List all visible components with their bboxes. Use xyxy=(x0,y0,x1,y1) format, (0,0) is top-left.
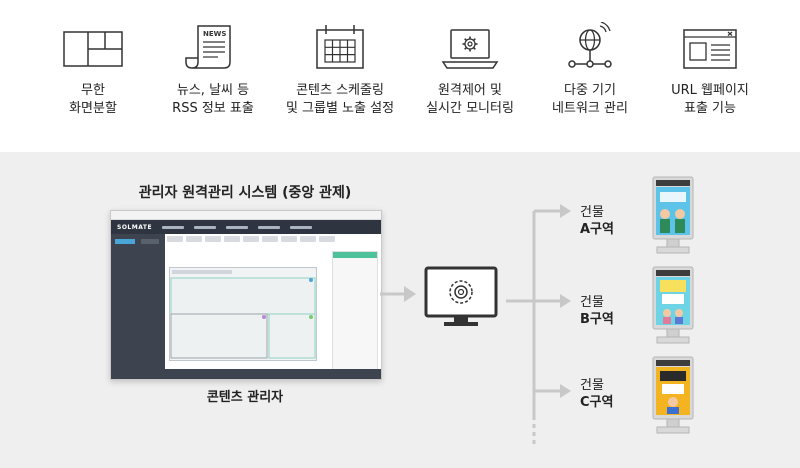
layout-regions xyxy=(170,270,316,359)
feature-label-line2: 네트워크 관리 xyxy=(552,101,628,116)
kiosk-c-icon xyxy=(652,356,694,434)
features-section xyxy=(0,0,800,152)
zone-code: A구역 xyxy=(580,222,614,237)
app-sidebar-tab xyxy=(115,239,135,244)
zone-a-label: 건물 A구역 xyxy=(580,204,640,238)
system-title: 관리자 원격관리 시스템 (중앙 관제) xyxy=(138,185,352,201)
app-logo: SOLMATE xyxy=(117,223,153,231)
feature-label-line2: 실시간 모니터링 xyxy=(426,101,514,116)
app-toolbar xyxy=(167,236,379,242)
news-label: NEWS xyxy=(203,30,226,38)
content-manager-screenshot: SOLMATE xyxy=(110,210,382,380)
app-nav-item xyxy=(258,225,281,229)
feature-label-line1: 무한 xyxy=(81,83,105,98)
arrow-head xyxy=(560,384,571,398)
zone-code: B구역 xyxy=(580,312,614,327)
feature-label-line2: 표출 기능 xyxy=(684,101,736,116)
app-nav-item xyxy=(162,225,185,229)
app-sidebar xyxy=(111,234,165,379)
monitor-icon xyxy=(424,266,498,326)
arrow-head xyxy=(560,294,571,308)
feature-label-line1: 다중 기기 xyxy=(564,83,616,98)
feature-label-line2: 화면분할 xyxy=(69,101,117,116)
feature-news: NEWS 뉴스, 날씨 등 RSS 정보 표출 xyxy=(153,22,273,118)
kiosk-b-icon xyxy=(652,266,694,344)
app-nav-item xyxy=(226,225,249,229)
app-nav-item xyxy=(290,225,313,229)
zone-b-label: 건물 B구역 xyxy=(580,294,640,328)
split-screen-icon xyxy=(63,31,123,67)
webpage-icon xyxy=(683,29,737,69)
feature-label-line1: 콘텐츠 스케줄링 xyxy=(296,83,384,98)
zone-building-name: 건물 xyxy=(580,295,604,310)
feature-label-line1: URL 웹페이지 xyxy=(671,83,749,98)
calendar-icon xyxy=(316,25,364,69)
remote-control-icon xyxy=(441,29,499,69)
system-caption: 콘텐츠 관리자 xyxy=(206,390,284,405)
zone-building-name: 건물 xyxy=(580,205,604,220)
zone-building-name: 건물 xyxy=(580,378,604,393)
feature-label-line2: 및 그룹별 노출 설정 xyxy=(285,101,395,116)
news-icon: NEWS xyxy=(185,25,231,69)
arrow-head xyxy=(404,286,416,302)
feature-label-line2: RSS 정보 표출 xyxy=(172,101,254,116)
app-sidebar-tab xyxy=(141,239,159,244)
zone-code: C구역 xyxy=(580,395,614,410)
feature-label-line1: 원격제어 및 xyxy=(438,83,502,98)
app-footer xyxy=(165,369,381,379)
app-titlebar xyxy=(111,211,381,220)
feature-label-line1: 뉴스, 날씨 등 xyxy=(176,83,250,98)
app-navbar: SOLMATE xyxy=(111,220,381,234)
app-layout-canvas xyxy=(169,267,317,361)
kiosk-a-icon xyxy=(652,176,694,254)
network-icon xyxy=(568,22,612,68)
zone-c-label: 건물 C구역 xyxy=(580,377,640,411)
app-nav-item xyxy=(194,225,217,229)
arrow-head xyxy=(560,204,571,218)
